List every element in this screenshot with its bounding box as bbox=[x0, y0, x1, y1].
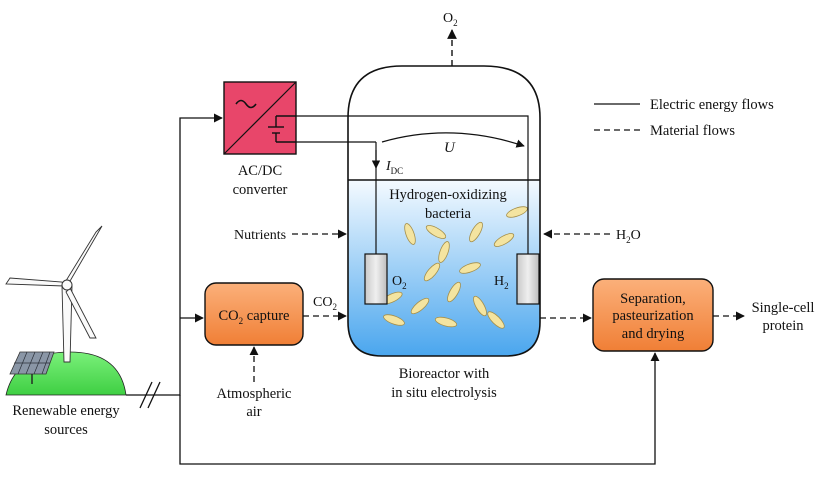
bacteria-label: Hydrogen-oxidizing bbox=[389, 187, 507, 203]
product-label: Single-cell bbox=[752, 300, 815, 316]
main-power-line bbox=[126, 113, 223, 396]
bioreactor-label: Bioreactor with bbox=[399, 366, 490, 382]
co2-capture-box bbox=[204, 282, 304, 346]
bacterium bbox=[459, 262, 481, 274]
converter-diagonal bbox=[223, 81, 297, 155]
bacterium bbox=[404, 223, 416, 245]
voltage-arc bbox=[381, 132, 525, 148]
renewable-label-line2: sources bbox=[44, 422, 88, 438]
atmospheric-air-label: Atmospheric bbox=[217, 386, 292, 402]
converter-label: AC/DC bbox=[238, 163, 282, 179]
o2-outlet-label: O2 bbox=[443, 11, 458, 28]
legend-electric-label: Electric energy flows bbox=[650, 97, 774, 113]
cathode-electrode bbox=[516, 253, 540, 305]
separation-label-line2: pasteurization bbox=[612, 308, 694, 324]
legend-material-label: Material flows bbox=[650, 123, 735, 139]
renewable-label: Renewable energy bbox=[12, 403, 120, 419]
bacteria-label-line2: bacteria bbox=[425, 206, 471, 222]
bacterium bbox=[447, 281, 461, 303]
separation-box bbox=[592, 278, 714, 352]
bacterium bbox=[506, 206, 528, 218]
bioreactor bbox=[296, 65, 541, 357]
cathode-gas-label: H2 bbox=[494, 274, 509, 291]
separation-label-line3: and drying bbox=[622, 326, 684, 342]
bacterium bbox=[434, 316, 458, 328]
product-label-line2: protein bbox=[762, 318, 804, 334]
line-break-mark bbox=[139, 381, 161, 409]
atmospheric-air-label-line2: air bbox=[246, 404, 261, 420]
renewable-energy-illustration bbox=[5, 225, 127, 396]
bacteria-cells bbox=[381, 206, 528, 329]
bacterium bbox=[438, 241, 450, 263]
power-to-separation bbox=[179, 352, 660, 465]
bacterium bbox=[487, 311, 505, 329]
bacterium bbox=[473, 295, 487, 317]
co2-capture-label: CO2 capture bbox=[219, 308, 290, 326]
nutrients-label: Nutrients bbox=[234, 228, 286, 243]
anode-gas-label: O2 bbox=[392, 274, 407, 291]
electric-flows bbox=[126, 113, 660, 465]
bacterium bbox=[493, 233, 515, 247]
converter-label-line2: converter bbox=[233, 182, 288, 198]
current-label: IDC bbox=[385, 159, 403, 176]
bioreactor-label-line2: in situ electrolysis bbox=[391, 385, 497, 401]
anode-electrode bbox=[364, 253, 388, 305]
bacterium bbox=[423, 262, 441, 282]
co2-flow-label: CO2 bbox=[313, 295, 337, 312]
voltage-label: U bbox=[444, 140, 456, 156]
bacterium bbox=[410, 297, 430, 315]
bacterium bbox=[383, 314, 405, 326]
bacterium bbox=[425, 225, 447, 239]
material-flows bbox=[249, 229, 745, 382]
ac-dc-converter bbox=[223, 81, 297, 155]
bacterium bbox=[469, 221, 483, 243]
cathode-wire bbox=[296, 115, 529, 254]
bioreactor-vessel-outline bbox=[347, 65, 541, 357]
wind-turbine-icon bbox=[5, 225, 103, 363]
dc-battery-icon bbox=[268, 115, 296, 143]
solar-panel-icon bbox=[9, 351, 55, 384]
legend bbox=[594, 103, 640, 131]
ac-sine-icon bbox=[235, 99, 257, 109]
water-label: H2O bbox=[616, 228, 641, 245]
separation-label: Separation, bbox=[620, 291, 686, 307]
